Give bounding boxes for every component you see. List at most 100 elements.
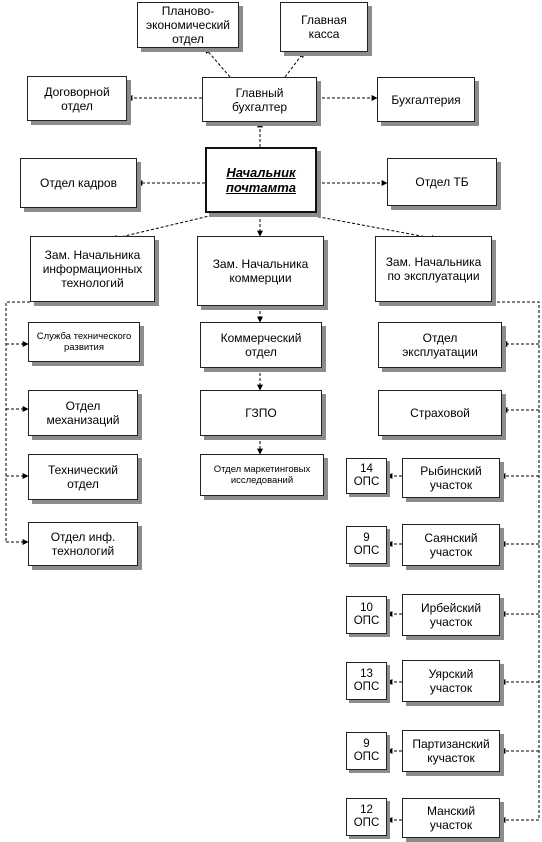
district-box-uyarsky: Уярский участок bbox=[402, 660, 500, 702]
district-ops-count-box: 10 ОПС bbox=[346, 596, 387, 634]
district-box-sayansky: Саянский участок bbox=[402, 524, 500, 566]
planning-economic-dept-box: Планово- экономический отдел bbox=[137, 2, 239, 48]
district-name: Саянский bbox=[424, 531, 478, 545]
district-ops-abbr: ОПС bbox=[353, 545, 380, 557]
district-name: Уярский bbox=[428, 667, 474, 681]
district-ops-count: 9 bbox=[363, 532, 370, 544]
contract-dept-label-2: отдел bbox=[61, 98, 93, 113]
marketing-research-label-2: исследований bbox=[230, 475, 294, 486]
district-ops-abbr: ОПС bbox=[353, 817, 380, 829]
district-ops-abbr: ОПС bbox=[353, 615, 380, 627]
deputy-operations-box: Зам. Начальника по эксплуатации bbox=[375, 236, 492, 302]
info-tech-dept-box: Отдел инф. технологий bbox=[28, 522, 138, 566]
deputy-it-box: Зам. Начальника информационных технологи… bbox=[30, 236, 155, 302]
deputy-commerce-label-2: коммерции bbox=[229, 271, 292, 285]
info-tech-dept-label-2: технологий bbox=[51, 544, 115, 558]
commercial-dept-box: Коммерческий отдел bbox=[200, 322, 322, 368]
district-name: Партизанский bbox=[412, 737, 490, 751]
district-ops-count-box: 9 ОПС bbox=[346, 732, 387, 770]
district-ops-abbr: ОПС bbox=[353, 681, 380, 693]
deputy-it-label-1: Зам. Начальника bbox=[44, 248, 141, 262]
chief-accountant-label-2: бухгалтер bbox=[231, 99, 288, 114]
head-postmaster-label-2: почтамта bbox=[225, 180, 296, 195]
gzpo-label: ГЗПО bbox=[245, 406, 277, 420]
district-word: участок bbox=[429, 681, 473, 695]
chief-accountant-label-1: Главный bbox=[235, 85, 284, 100]
main-cash-label-1: Главная bbox=[301, 13, 347, 27]
technical-dept-label-2: отдел bbox=[67, 477, 99, 491]
operations-dept-label-2: эксплуатации bbox=[402, 345, 478, 359]
district-ops-count: 10 bbox=[360, 602, 373, 614]
district-ops-count-box: 13 ОПС bbox=[346, 662, 387, 700]
head-postmaster-box: Начальник почтамта bbox=[205, 147, 317, 213]
main-cash-box: Главная касса bbox=[280, 2, 368, 52]
district-name: Рыбинский bbox=[420, 464, 482, 478]
operations-dept-box: Отдел эксплуатации bbox=[378, 322, 502, 368]
tech-development-service-box: Служба технического развития bbox=[28, 322, 140, 362]
operations-bracket bbox=[492, 301, 540, 820]
marketing-research-box: Отдел маркетинговых исследований bbox=[200, 454, 324, 496]
technical-dept-label-1: Технический bbox=[48, 463, 118, 477]
district-ops-count-box: 9 ОПС bbox=[346, 526, 387, 564]
contract-dept-label-1: Договорной bbox=[44, 84, 110, 99]
contract-dept-box: Договорной отдел bbox=[27, 76, 127, 121]
link-chief-to-cash bbox=[284, 51, 305, 78]
chief-accountant-box: Главный бухгалтер bbox=[202, 77, 317, 122]
district-ops-count: 12 bbox=[360, 804, 373, 816]
district-box-irbeysky: Ирбейский участок bbox=[402, 594, 500, 636]
district-name: Ирбейский bbox=[420, 601, 482, 615]
mechanization-dept-box: Отдел механизаций bbox=[28, 390, 138, 436]
mechanization-dept-label-2: механизаций bbox=[46, 413, 120, 427]
district-name: Манский bbox=[426, 804, 476, 818]
insurance-box: Страховой bbox=[378, 390, 502, 436]
insurance-label: Страховой bbox=[410, 406, 470, 420]
commercial-dept-label-2: отдел bbox=[245, 345, 277, 359]
district-ops-abbr: ОПС bbox=[353, 751, 380, 763]
operations-dept-label-1: Отдел bbox=[422, 331, 458, 345]
commercial-dept-label-1: Коммерческий bbox=[220, 331, 302, 345]
deputy-it-label-2: информационных bbox=[42, 262, 143, 276]
deputy-commerce-label-1: Зам. Начальника bbox=[212, 257, 309, 271]
deputy-operations-label-2: по эксплуатации bbox=[387, 269, 480, 283]
accounting-dept-box: Бухгалтерия bbox=[377, 77, 475, 122]
safety-dept-box: Отдел ТБ bbox=[387, 158, 497, 206]
deputy-it-label-3: технологий bbox=[61, 276, 124, 290]
head-postmaster-label-1: Начальник bbox=[226, 165, 296, 180]
district-ops-count: 9 bbox=[363, 738, 370, 750]
deputy-commerce-box: Зам. Начальника коммерции bbox=[197, 236, 324, 306]
hr-dept-box: Отдел кадров bbox=[20, 158, 137, 208]
district-word: участок bbox=[429, 615, 473, 629]
district-word: участок bbox=[429, 545, 473, 559]
main-cash-label-2: касса bbox=[308, 27, 340, 41]
district-word: кучасток bbox=[427, 751, 475, 765]
link-head-to-it bbox=[111, 212, 223, 241]
info-tech-dept-label-1: Отдел инф. bbox=[50, 530, 116, 544]
marketing-research-label-1: Отдел маркетинговых bbox=[213, 464, 311, 475]
mechanization-dept-label-1: Отдел bbox=[65, 399, 101, 413]
technical-dept-box: Технический отдел bbox=[28, 454, 138, 500]
planning-economic-dept-label-3: отдел bbox=[172, 32, 204, 46]
district-box-rybinsky: Рыбинский участок bbox=[402, 458, 500, 498]
district-box-partizansky: Партизанский кучасток bbox=[402, 730, 500, 772]
planning-economic-dept-label-1: Планово- bbox=[161, 4, 215, 18]
tech-development-service-label-2: развития bbox=[64, 342, 104, 353]
planning-economic-dept-label-2: экономический bbox=[145, 18, 231, 32]
deputy-operations-label-1: Зам. Начальника bbox=[385, 255, 482, 269]
district-ops-count: 14 bbox=[360, 463, 373, 475]
accounting-dept-label: Бухгалтерия bbox=[391, 92, 461, 107]
it-bracket bbox=[5, 301, 30, 542]
link-chief-to-planning bbox=[204, 47, 231, 78]
gzpo-box: ГЗПО bbox=[200, 390, 322, 436]
district-box-mansky: Манский участок bbox=[402, 798, 500, 838]
district-ops-count: 13 bbox=[360, 668, 373, 680]
tech-development-service-label-1: Служба технического bbox=[36, 331, 132, 342]
district-word: участок bbox=[429, 818, 473, 832]
district-ops-count-box: 14 ОПС bbox=[346, 458, 387, 494]
district-word: участок bbox=[429, 478, 473, 492]
hr-dept-label: Отдел кадров bbox=[40, 176, 117, 190]
safety-dept-label: Отдел ТБ bbox=[415, 175, 469, 189]
link-head-to-operations bbox=[297, 212, 438, 241]
district-ops-count-box: 12 ОПС bbox=[346, 798, 387, 836]
district-ops-abbr: ОПС bbox=[353, 476, 380, 488]
